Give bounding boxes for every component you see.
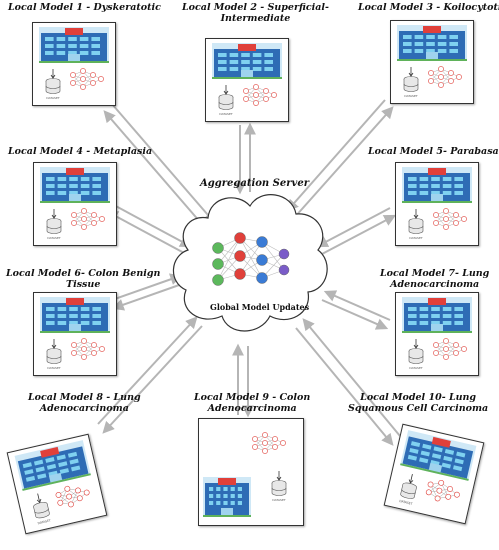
aggregation-server-cloud [172, 194, 328, 332]
nn-node [234, 232, 246, 244]
local-network-icon [435, 340, 465, 358]
dataset-icon [403, 76, 419, 92]
nn-node [212, 242, 224, 254]
nn-node [256, 254, 268, 266]
arrow-server-to-model5 [321, 214, 397, 255]
arrow-model1-to-server [111, 103, 216, 224]
svg-text:DATASET: DATASET [46, 96, 60, 100]
svg-text:DATASET: DATASET [409, 366, 423, 370]
model7-card: DATASET [395, 292, 479, 376]
nn-node [256, 272, 268, 284]
nn-node [234, 268, 246, 280]
hospital-icon [203, 477, 251, 517]
nn-node [212, 274, 224, 286]
dataset-icon [33, 502, 50, 519]
model5-card: DATASET [395, 162, 479, 246]
arrow-model4-to-server [111, 203, 193, 248]
nn-node [278, 264, 290, 276]
svg-text:DATASET: DATASET [47, 236, 61, 240]
hospital-icon [14, 440, 91, 491]
arrow-model6-to-server [111, 273, 183, 301]
model10-card: DATASET [383, 423, 485, 525]
arrow-server-to-model6 [111, 283, 183, 311]
arrow-model3-to-server [286, 99, 386, 212]
arrow-server-to-model7 [321, 299, 389, 330]
dataset-icon [218, 94, 234, 110]
dataset-icon [400, 482, 417, 499]
svg-text:DATASET: DATASET [272, 498, 286, 502]
dataset-icon [45, 78, 61, 94]
arrow-server-to-model8 [102, 325, 203, 434]
hospital-icon [400, 430, 477, 481]
svg-text:DATASET: DATASET [47, 366, 61, 370]
model9-card: DATASET [198, 418, 304, 526]
hospital-icon [40, 297, 110, 333]
model1-title: Local Model 1 - Dyskeratotic [8, 2, 161, 13]
local-network-icon [435, 210, 465, 228]
local-network-icon [73, 340, 103, 358]
svg-text:DATASET: DATASET [219, 112, 233, 116]
model1-card: DATASET [32, 22, 116, 106]
model4-card: DATASET [33, 162, 117, 246]
arrow-server-to-model3 [293, 106, 394, 219]
arrow-model10-to-server [302, 318, 401, 437]
local-network-icon [254, 434, 284, 452]
dataset-icon [271, 480, 287, 496]
local-network-icon [72, 70, 102, 88]
model8-card: DATASET [6, 433, 108, 535]
model9-illustration: DATASET [203, 432, 287, 517]
nn-node [256, 236, 268, 248]
hospital-icon [212, 43, 282, 79]
dataset-icon [46, 218, 62, 234]
arrow-server-to-model4 [105, 210, 187, 255]
global-model-updates-caption: Global Model Updates [210, 302, 310, 312]
dataset-icon [46, 348, 62, 364]
cloud-shape [172, 194, 328, 332]
arrow-server-to-model1 [103, 110, 208, 231]
local-network-icon [430, 68, 460, 86]
model5-title: Local Model 5- Parabasal [368, 146, 499, 157]
model6-card: DATASET [33, 292, 117, 376]
model2-title: Local Model 2 - Superficial-Intermediate [182, 2, 329, 24]
svg-text:DATASET: DATASET [409, 236, 423, 240]
model2-card: DATASET [205, 38, 289, 122]
hospital-icon [402, 167, 472, 203]
svg-text:DATASET: DATASET [37, 518, 51, 525]
aggregation-server-title: Aggregation Server [200, 178, 309, 189]
dataset-icon [408, 348, 424, 364]
arrow-server-to-model10 [295, 327, 394, 446]
svg-text:DATASET: DATASET [399, 499, 413, 506]
arrow-model8-to-server [97, 316, 198, 425]
local-network-icon [245, 86, 275, 104]
hospital-icon [40, 167, 110, 203]
nn-node [234, 250, 246, 262]
dataset-icon [408, 218, 424, 234]
hospital-icon [397, 25, 467, 61]
arrow-model7-to-server [323, 290, 391, 321]
hospital-icon [402, 297, 472, 333]
local-network-icon [73, 210, 103, 228]
model3-card: DATASET [390, 20, 474, 104]
nn-node [278, 248, 290, 260]
nn-node [212, 258, 224, 270]
model4-title: Local Model 4 - Metaplasia [8, 146, 153, 157]
model3-title: Local Model 3 - Koilocytotic [358, 2, 499, 13]
hospital-icon [39, 27, 109, 63]
arrow-model5-to-server [315, 207, 391, 248]
svg-text:DATASET: DATASET [404, 94, 418, 98]
